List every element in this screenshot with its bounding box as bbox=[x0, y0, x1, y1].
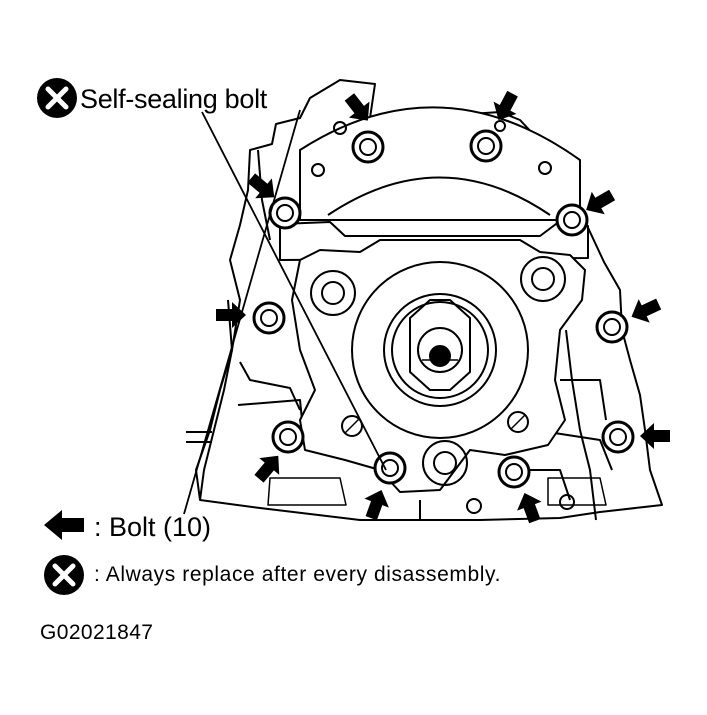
legend-bolt-text: : Bolt (10) bbox=[94, 512, 212, 542]
bolt-head bbox=[359, 138, 377, 156]
bolt-arrow-icon bbox=[357, 484, 395, 524]
circled-x-icon bbox=[37, 78, 77, 118]
bolt-head bbox=[555, 203, 589, 237]
bolt-arrow-icon bbox=[625, 291, 666, 330]
bolt-arrow-icon bbox=[248, 446, 290, 489]
arrow-left-icon bbox=[44, 510, 84, 540]
bolt-head bbox=[563, 211, 581, 229]
bolt-head bbox=[373, 451, 407, 485]
circled-x-icon bbox=[44, 555, 84, 595]
bolt-head bbox=[609, 428, 627, 446]
bolt-head bbox=[252, 301, 286, 335]
bolt-head bbox=[276, 204, 294, 222]
upper-housing bbox=[299, 106, 581, 221]
bolt-head bbox=[381, 459, 399, 477]
bolt-heads bbox=[252, 129, 635, 489]
bolt-head bbox=[477, 137, 495, 155]
front-cover-plate bbox=[291, 239, 586, 514]
bolt-head bbox=[279, 428, 297, 446]
bolt-head bbox=[469, 129, 503, 163]
bolt-head bbox=[351, 130, 385, 164]
bolt-head bbox=[601, 420, 635, 454]
figure-id: G02021847 bbox=[40, 621, 154, 644]
bolt-head bbox=[595, 310, 629, 344]
bolt-head bbox=[271, 420, 305, 454]
bolt-head bbox=[497, 455, 531, 489]
bolt-arrow-icon bbox=[215, 301, 247, 329]
bolt-head bbox=[260, 309, 278, 327]
bolt-head bbox=[603, 318, 621, 336]
bolt-head bbox=[268, 196, 302, 230]
self-sealing-bolt-label: Self-sealing bolt bbox=[80, 84, 268, 114]
bolt-head bbox=[505, 463, 523, 481]
legend-replace-text: : Always replace after every disassembly… bbox=[94, 563, 502, 586]
